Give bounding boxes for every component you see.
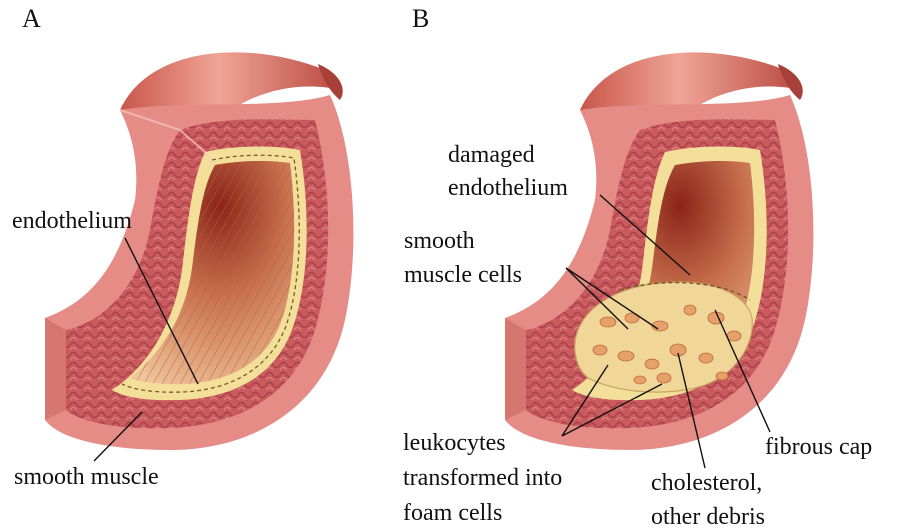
label-endothelium: endothelium	[12, 206, 132, 236]
panel-b-label: B	[412, 4, 429, 34]
label-smooth-muscle: smooth muscle	[14, 462, 159, 492]
artery-a	[45, 52, 353, 450]
label-cholesterol-line1: cholesterol,	[651, 468, 762, 498]
label-leukocytes-line1: leukocytes	[403, 428, 506, 458]
label-leukocytes-line2: transformed into	[403, 463, 562, 493]
label-fibrous-cap: fibrous cap	[765, 432, 872, 462]
label-damaged-endothelium-line2: endothelium	[448, 173, 568, 203]
panel-a-label: A	[22, 4, 41, 34]
label-smooth-muscle-cells-line1: smooth	[404, 226, 475, 256]
label-damaged-endothelium-line1: damaged	[448, 140, 535, 170]
artery-b	[505, 52, 813, 450]
label-leukocytes-line3: foam cells	[403, 498, 502, 528]
label-smooth-muscle-cells-line2: muscle cells	[404, 260, 522, 290]
label-cholesterol-line2: other debris	[651, 502, 765, 532]
